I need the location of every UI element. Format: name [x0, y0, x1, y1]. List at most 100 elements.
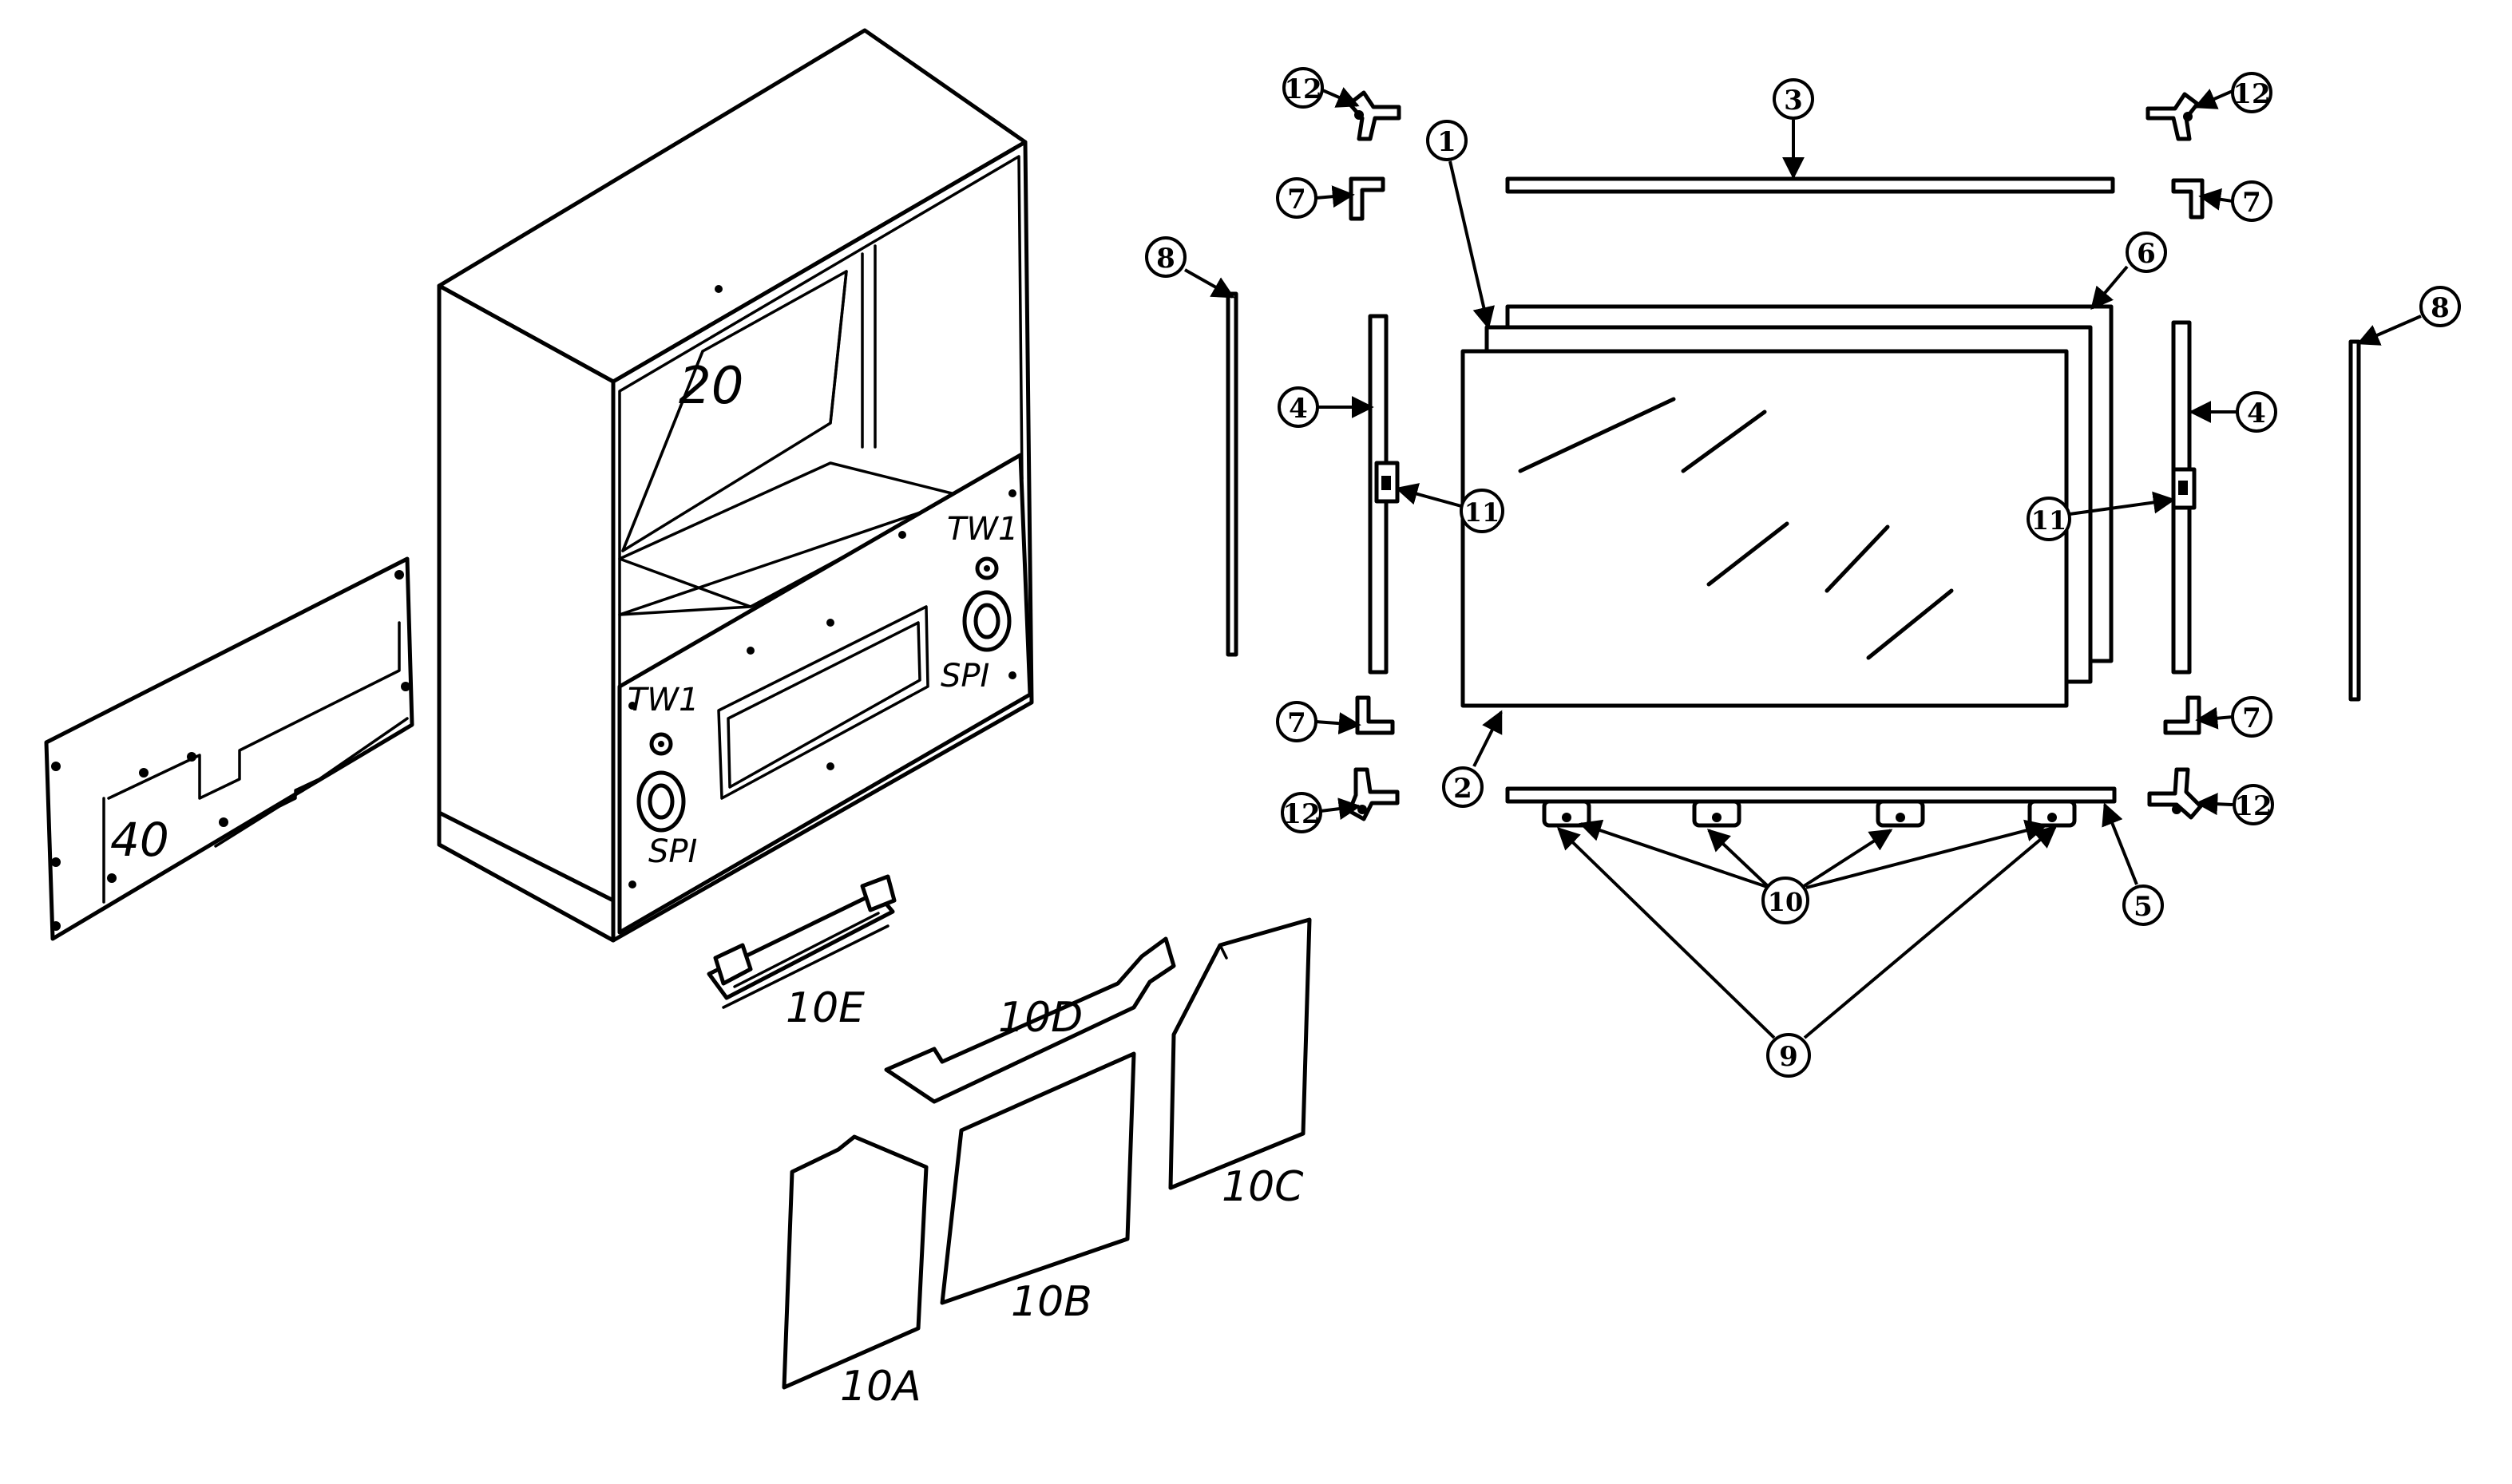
- bracket-shape: [2146, 92, 2200, 141]
- callout-number: 2: [1453, 773, 1472, 805]
- display-window: [717, 605, 929, 800]
- side-strip-8-left: [1226, 291, 1238, 657]
- callout-2: 2: [1442, 766, 1484, 808]
- callout-11-left: 11: [1460, 489, 1504, 533]
- glass-glare: [1706, 521, 1789, 587]
- horn-edge: [621, 350, 704, 552]
- front-glass-2: [1460, 349, 2069, 708]
- panel-a-body: [782, 1134, 929, 1390]
- corner-shape: [1355, 695, 1395, 735]
- hinge-pin: [1896, 813, 1905, 822]
- callout-7-upper-right: 7: [2231, 180, 2272, 222]
- callout-6: 6: [2126, 232, 2167, 273]
- screw: [1008, 489, 1016, 497]
- bracket-rail: [733, 912, 880, 988]
- callout-number: 3: [1784, 85, 1803, 117]
- screw: [51, 921, 61, 931]
- screw: [394, 570, 404, 580]
- callout-4-left: 4: [1278, 386, 1319, 428]
- bracket-hole: [1354, 110, 1364, 120]
- bottom-rail-5: [1505, 786, 2117, 804]
- screw: [826, 619, 834, 627]
- label-20: 20: [679, 357, 743, 416]
- screw: [715, 285, 723, 293]
- hinge-pin: [1562, 813, 1571, 822]
- callout-8-left: 8: [1145, 236, 1187, 278]
- latch-core: [2178, 481, 2188, 495]
- bracket-shape: [2147, 767, 2203, 820]
- callout-number: 12: [2234, 790, 2272, 822]
- hinge: [1876, 799, 1925, 828]
- callout-number: 4: [1289, 393, 1308, 425]
- label-10b: 10B: [1011, 1278, 1092, 1326]
- hinge: [2027, 799, 2077, 828]
- bracket-12-upper-left: [1347, 90, 1401, 141]
- callout-number: 12: [1284, 73, 1321, 105]
- part-10d-trim: 10D: [884, 936, 1176, 1104]
- leader-10d: [1805, 819, 2048, 889]
- callout-circle: [1761, 877, 1809, 924]
- callout-1: 1: [1426, 120, 1468, 161]
- speaker-icon: [962, 590, 1012, 652]
- callout-4-right: 4: [2236, 391, 2277, 433]
- callout-11-right: 11: [2027, 497, 2071, 541]
- screw: [51, 762, 61, 771]
- leader-9b: [1803, 825, 2058, 1039]
- callout-8-right: 8: [2419, 286, 2461, 327]
- callout-circle: [2231, 696, 2272, 738]
- screw: [628, 881, 636, 888]
- leader-11-left: [1395, 483, 1462, 508]
- leader-5: [2102, 802, 2138, 885]
- callout-9: 9: [1766, 1033, 1811, 1078]
- bracket-shape: [1347, 767, 1400, 821]
- back-panel-plate: [44, 556, 414, 941]
- callout-number: 7: [2242, 187, 2261, 219]
- speaker-baffle: [617, 453, 1032, 935]
- bracket-rail-2: [722, 924, 890, 1009]
- hinge: [1692, 799, 1741, 828]
- callout-12-lower-left: 12: [1281, 792, 1322, 833]
- top-rail-3: [1505, 176, 2115, 194]
- screw: [51, 857, 61, 867]
- callout-circle: [1276, 701, 1317, 742]
- leader-10b: [1706, 829, 1771, 889]
- bracket-hole: [2172, 805, 2181, 814]
- screw: [107, 873, 117, 883]
- leader-12-ll: [1320, 797, 1361, 821]
- callout-number: 5: [2134, 891, 2153, 923]
- screw: [187, 752, 196, 762]
- callout-circle: [2236, 391, 2277, 433]
- latch-11-right: [2171, 467, 2197, 510]
- leader-2: [1472, 710, 1503, 767]
- bracket-12-upper-right: [2146, 92, 2200, 141]
- callout-number: 1: [1437, 126, 1456, 158]
- glass-glare: [1681, 410, 1767, 473]
- hinge: [1542, 799, 1591, 828]
- leader-1: [1448, 160, 1495, 330]
- bracket-12-lower-left: [1347, 767, 1400, 821]
- callout-circle: [1426, 120, 1468, 161]
- label-tw1-left: TW1: [628, 682, 699, 718]
- tweeter-center: [984, 565, 990, 572]
- label-10d: 10D: [998, 994, 1083, 1042]
- callout-circle: [2027, 497, 2071, 541]
- tweeter-center: [658, 741, 664, 747]
- glass-glare: [1825, 524, 1890, 593]
- leader-9a: [1556, 827, 1776, 1039]
- leader-7-lr: [2195, 706, 2233, 730]
- cabinet: 20 TW1 SPI TW1 SPI: [437, 28, 1034, 943]
- part-10e-bracket: 10E: [707, 874, 897, 1032]
- screw: [628, 702, 636, 710]
- speaker-cone: [648, 783, 675, 820]
- corner-piece-7-lower-right: [2163, 695, 2201, 735]
- latch-core: [1381, 476, 1391, 490]
- leader-7-ll: [1315, 712, 1361, 735]
- display-window-inner: [727, 621, 921, 789]
- screw: [1008, 671, 1016, 679]
- leader-11-right: [2069, 491, 2176, 516]
- callout-number: 8: [2431, 292, 2450, 324]
- callout-5: 5: [2122, 884, 2164, 926]
- callout-number: 11: [2031, 505, 2067, 536]
- screw: [898, 531, 906, 539]
